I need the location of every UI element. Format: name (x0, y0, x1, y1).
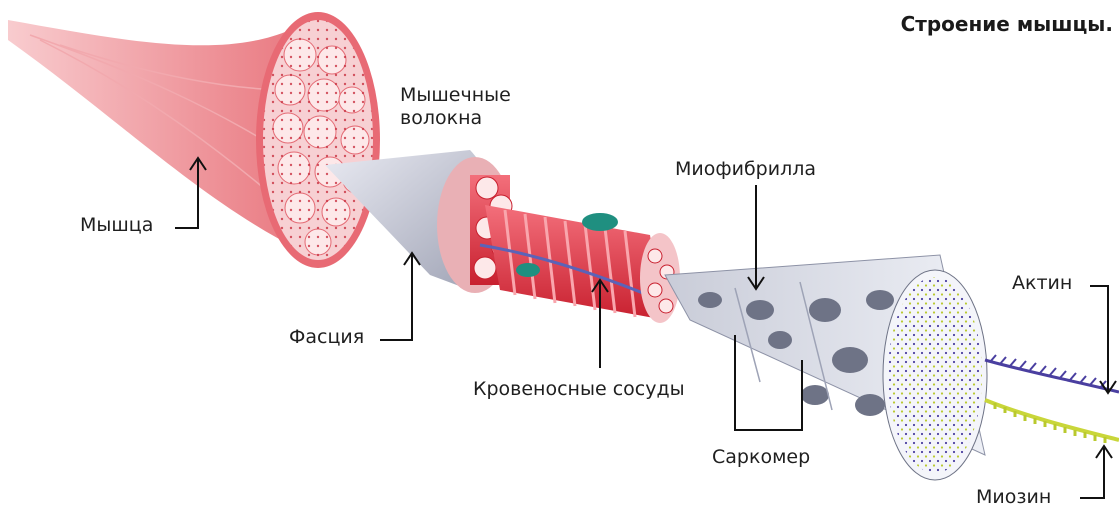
myosin-filament (985, 400, 1119, 443)
muscle-illustration (8, 12, 380, 268)
diagram-title: Строение мышцы. (901, 12, 1113, 36)
label-myosin: Миозин (976, 486, 1051, 509)
label-actin: Актин (1012, 272, 1072, 295)
actin-leader (1090, 286, 1108, 392)
label-muscle-fibers: Мышечные волокна (400, 84, 511, 130)
myosin-leader (1080, 448, 1104, 498)
nucleus-shape (582, 213, 618, 231)
label-myofibril: Миофибрилла (675, 158, 816, 181)
label-muscle: Мышца (80, 214, 153, 237)
fascicle-bundles (263, 20, 373, 260)
fascia-leader (380, 255, 412, 340)
muscle-fiber (480, 205, 680, 323)
label-blood-vessels: Кровеносные сосуды (473, 378, 685, 401)
label-fascia: Фасция (289, 326, 364, 349)
actin-filament (985, 355, 1119, 392)
label-sarcomere: Саркомер (712, 446, 810, 469)
